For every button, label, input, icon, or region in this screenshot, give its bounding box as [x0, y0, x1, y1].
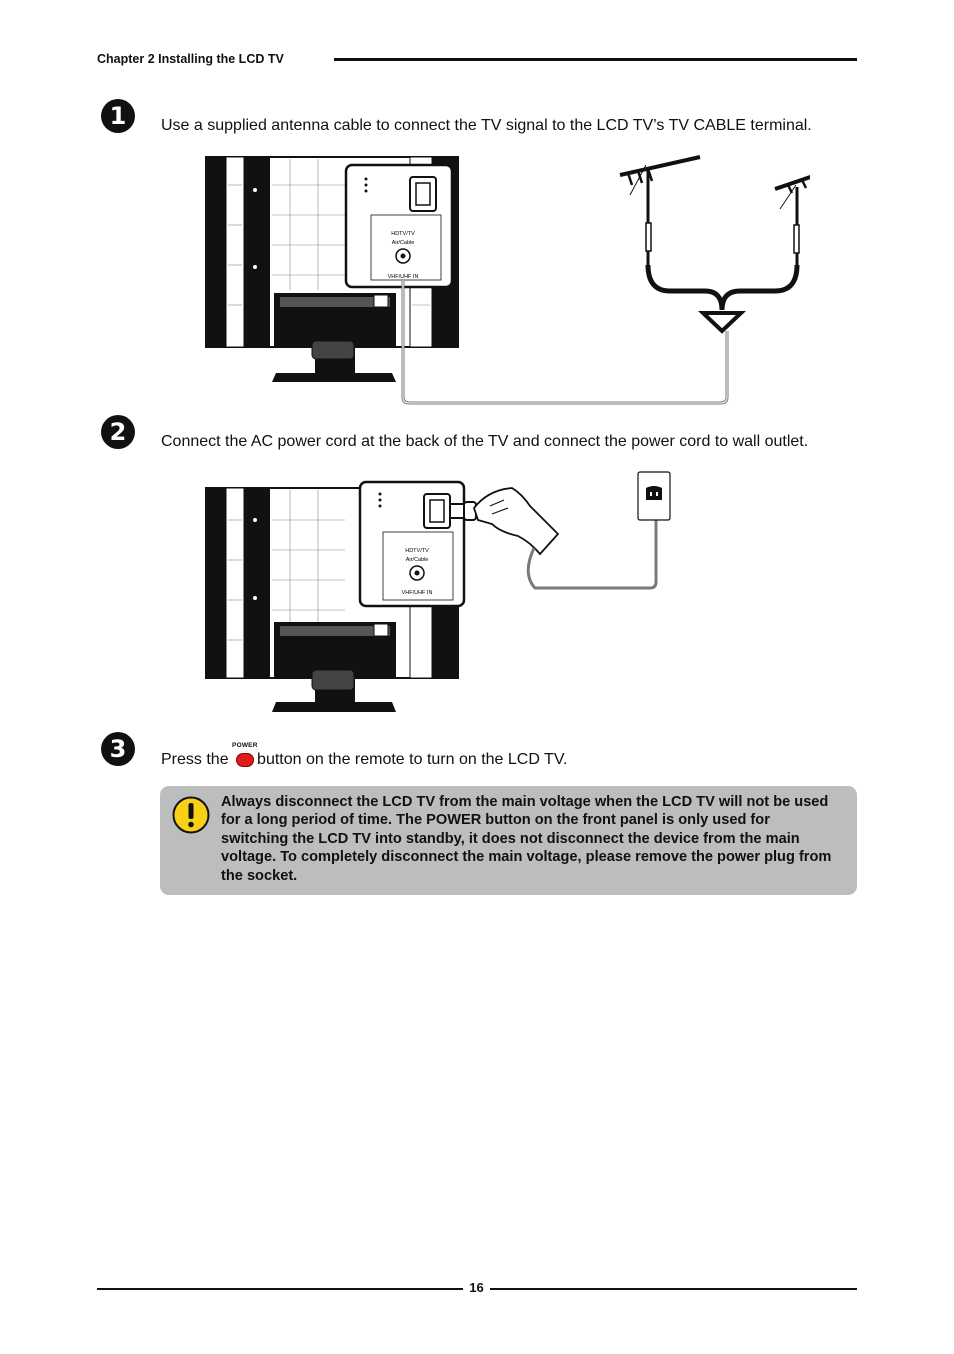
terminal-panel-callout: HDTV/TV Air/Cable VHF/UHF IN	[358, 480, 466, 608]
step-3-text-before: Press the	[161, 751, 229, 768]
terminal-panel-callout: HDTV/TV Air/Cable VHF/UHF IN	[344, 163, 454, 289]
power-connection-diagram: HDTV/TV Air/Cable VHF/UHF IN	[205, 471, 671, 712]
exclamation-icon	[172, 796, 210, 834]
antenna-icon	[619, 155, 810, 334]
terminal-port-label: VHF/UHF IN	[388, 274, 419, 280]
power-plug-icon	[449, 501, 477, 521]
terminal-title-label: HDTV/TV	[405, 548, 429, 554]
step-number-2: 2	[101, 415, 135, 449]
warning-box: Always disconnect the LCD TV from the ma…	[160, 786, 857, 895]
terminal-port-label: VHF/UHF IN	[402, 590, 433, 596]
step-number-3: 3	[101, 732, 135, 766]
warning-text: Always disconnect the LCD TV from the ma…	[221, 794, 832, 884]
footer-rule-right	[490, 1288, 857, 1290]
step-1-text: Use a supplied antenna cable to connect …	[161, 117, 812, 134]
power-button-caption: POWER	[232, 742, 258, 749]
chapter-title: Chapter 2 Installing the LCD TV	[97, 52, 284, 66]
power-cord	[526, 508, 658, 590]
antenna-connection-diagram: HDTV/TV Air/Cable VHF/UHF IN	[205, 155, 810, 405]
step-3-text: Press the POWER button on the remote to …	[161, 742, 568, 769]
hand-icon	[472, 487, 560, 556]
step-number-1: 1	[101, 99, 135, 133]
wall-outlet-icon	[637, 471, 671, 521]
page-number: 16	[469, 1280, 484, 1295]
step-3-text-after: button on the remote to turn on the LCD …	[257, 751, 568, 768]
step-2-text: Connect the AC power cord at the back of…	[161, 433, 809, 450]
terminal-title-label: HDTV/TV	[391, 231, 415, 237]
terminal-sub-label: Air/Cable	[392, 240, 415, 246]
header-rule	[334, 58, 857, 61]
terminal-sub-label: Air/Cable	[406, 557, 429, 563]
footer-rule-left	[97, 1288, 463, 1290]
power-button-icon: POWER	[232, 742, 257, 767]
